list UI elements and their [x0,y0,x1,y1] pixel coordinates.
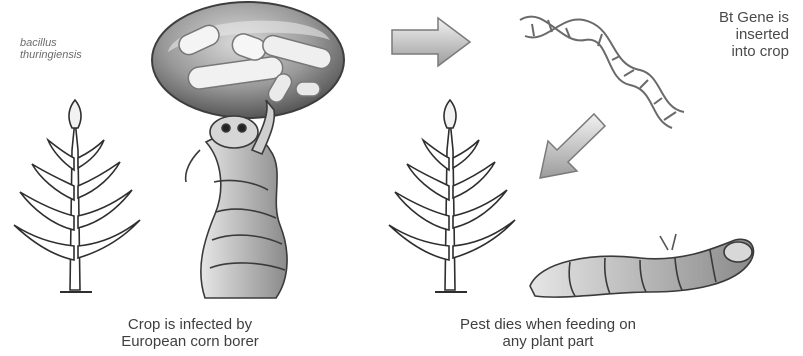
gene-note-line1: Bt Gene is [719,10,789,27]
bacterium-label: bacillus thuringiensis [20,37,82,62]
bacterium-cell-icon [152,2,344,118]
arrow-right-icon [392,18,470,66]
corn-plant-icon [14,100,140,292]
dna-helix-icon [520,17,684,128]
dead-caterpillar-icon [530,234,754,297]
right-caption: Pest dies when feeding on any plant part [418,317,678,351]
gene-note-line3: into crop [719,44,789,61]
left-caption-line1: Crop is infected by [75,317,305,334]
right-caption-line1: Pest dies when feeding on [418,317,678,334]
corn-plant-icon [389,100,515,292]
bacterium-label-line1: bacillus [20,37,82,49]
arrow-down-left-icon [540,114,605,178]
gene-note-line2: inserted [719,27,789,44]
caterpillar-icon [186,100,287,298]
gene-note: Bt Gene is inserted into crop [719,10,789,60]
right-caption-line2: any plant part [418,334,678,351]
left-caption: Crop is infected by European corn borer [75,317,305,351]
bacterium-label-line2: thuringiensis [20,49,82,61]
left-caption-line2: European corn borer [75,334,305,351]
